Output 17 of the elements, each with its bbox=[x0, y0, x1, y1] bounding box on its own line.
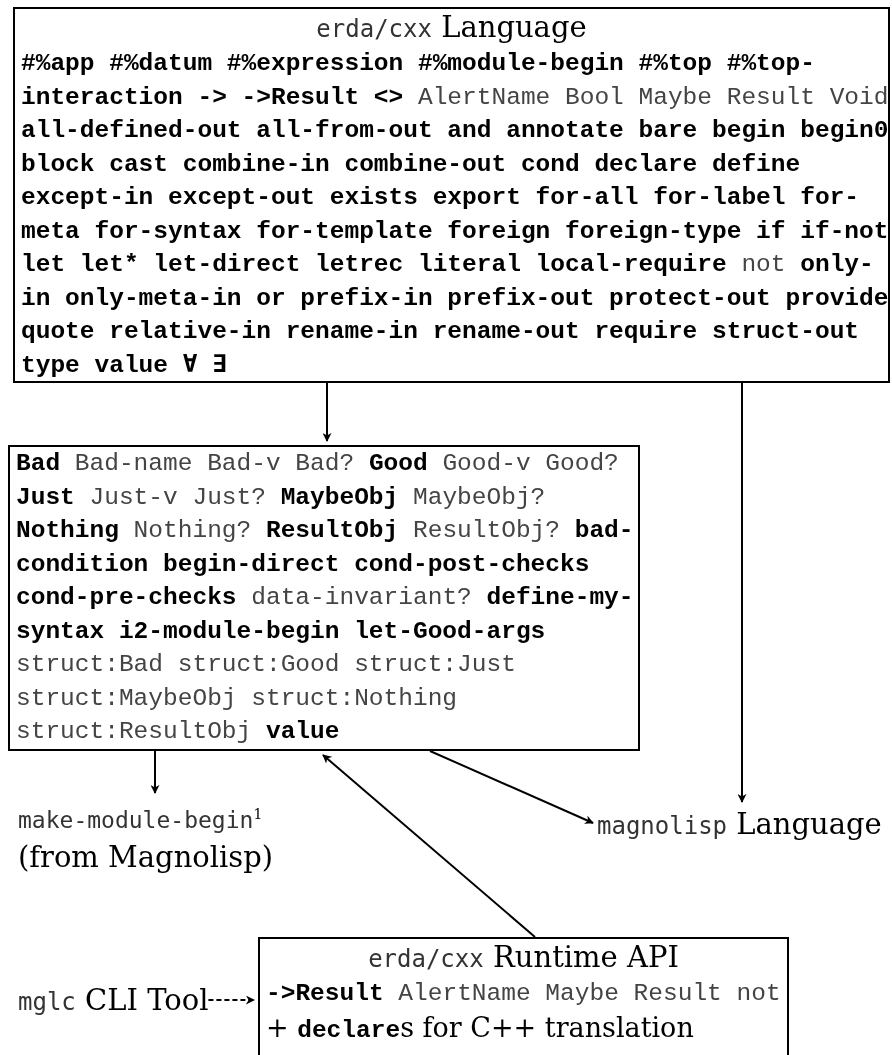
identifier-list: Bad Bad-name Bad-v Bad? Good Good-v Good? Just Just-v Just? MaybeObj MaybeObj? Nothing Nothing? ResultObj ResultObj? bad-condition begin-direct cond-post-checks cond-pre-checks data-invariant? define-my-syntax i2-module-begin let-Good-args struct:Bad struct:Good struct:Just struct:MaybeObj struct:Nothing struct:ResultObj value bbox=[10, 447, 644, 749]
runtime-api-box bbox=[258, 937, 789, 1055]
arrow bbox=[737, 382, 747, 803]
box-heading: erda/cxx Runtime API bbox=[368, 939, 679, 976]
language-label: magnolisp Language bbox=[597, 806, 882, 843]
arrow bbox=[150, 750, 160, 794]
arrow bbox=[322, 754, 536, 938]
arrow bbox=[429, 750, 594, 824]
function-name: make-module-begin$^{1}$ bbox=[18, 805, 263, 835]
box-heading: erda/cxx Language bbox=[316, 9, 587, 46]
arrow bbox=[207, 995, 255, 1005]
keyword-list: #%app #%datum #%expression #%module-begin #%top #%top-interaction -> ->Result <> AlertName Bool Maybe Result Void all-defined-out all-from-out and annotate bare begin begin0 block cast combine-in combine-out cond declare define except-in except-out exists export for-all for-label for-meta for-syntax for-template foreign foreign-type if if-not let let* let-direct letrec literal local-require not only-in only-meta-in or prefix-in prefix-out protect-out provide quote relative-in rename-in rename-out require struct-out type value ∀ ∃ bbox=[15, 47, 892, 382]
translation-note: + declares for C++ translation bbox=[265, 1010, 694, 1046]
arrow bbox=[322, 382, 332, 442]
tool-label: mglc CLI Tool bbox=[18, 982, 209, 1019]
source-note: (from Magnolisp) bbox=[18, 838, 274, 876]
keyword-list: ->Result AlertName Maybe Result not bbox=[260, 977, 781, 1011]
